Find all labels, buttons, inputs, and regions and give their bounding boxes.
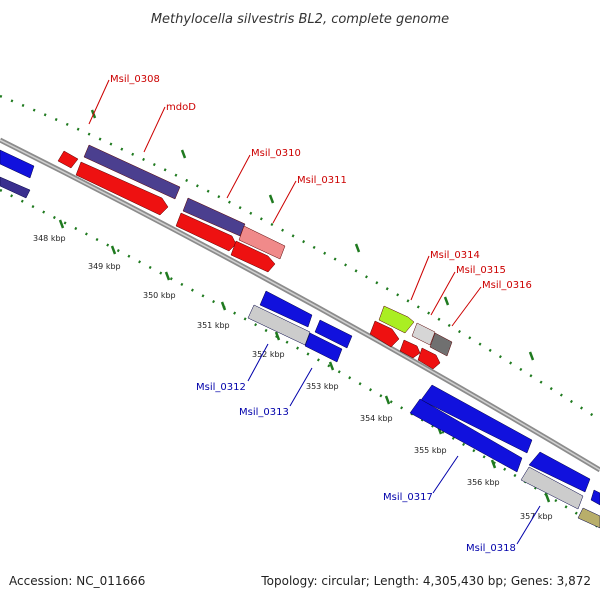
gene-label-msil-0308[interactable]: Msil_0308 (110, 74, 160, 85)
genome-backbone (0, 137, 600, 473)
gene-label-msil-0313[interactable]: Msil_0313 (239, 407, 289, 418)
gene-arrow-msil-0311[interactable] (238, 225, 286, 260)
gene-label-msil-0317[interactable]: Msil_0317 (383, 492, 433, 503)
genome-backbone-highlight (0, 139, 600, 471)
gene-arrow-msil-0314b[interactable] (369, 320, 400, 348)
accession-text: Accession: NC_011666 (9, 574, 146, 588)
tick-label: 353 kbp (306, 382, 339, 391)
tick-label: 357 kbp (520, 512, 553, 521)
forward-strand-genes (57, 144, 453, 370)
gene-label-msil-0310[interactable]: Msil_0310 (251, 148, 301, 159)
gene-label-msil-0315[interactable]: Msil_0315 (456, 265, 506, 276)
forward-label-leaders (88, 79, 482, 327)
gene-label-msil-0318[interactable]: Msil_0318 (466, 543, 516, 554)
gene-arrow-mdod[interactable] (75, 161, 169, 216)
gene-arrow-right-edge[interactable] (590, 489, 600, 506)
reverse-label-leaders (247, 343, 541, 545)
major-ticks (58, 109, 551, 503)
gene-arrow-msil-0312a[interactable] (259, 290, 313, 328)
scale-labels: 348 kbp 349 kbp 350 kbp 351 kbp 352 kbp … (33, 234, 553, 521)
tick-label: 356 kbp (467, 478, 500, 487)
gene-arrow-msil-0310[interactable] (175, 212, 237, 252)
tick-label: 352 kbp (252, 350, 285, 359)
gene-arrow-right-edge-b[interactable] (577, 507, 600, 529)
gene-arrow-msil-0308[interactable] (83, 144, 181, 200)
gene-arrow-msil-0315b[interactable] (399, 339, 421, 359)
gene-label-msil-0316[interactable]: Msil_0316 (482, 280, 532, 291)
gene-label-mdod[interactable]: mdoD (166, 102, 196, 113)
gene-arrow-msil-0316[interactable] (429, 332, 453, 357)
gene-arrow-reverse-left-b[interactable] (0, 176, 31, 199)
gene-arrow-msil-0313a[interactable] (314, 319, 353, 349)
gene-arrow-msil-0313[interactable] (304, 332, 343, 363)
tick-label: 348 kbp (33, 234, 66, 243)
gene-arrow-msil-0312[interactable] (247, 304, 311, 346)
gene-label-msil-0312[interactable]: Msil_0312 (196, 382, 246, 393)
gene-arrow-msil-0314[interactable] (378, 305, 415, 334)
gene-arrow-msil-0318a[interactable] (528, 451, 591, 493)
forward-gene-labels: Msil_0308 mdoD Msil_0310 Msil_0311 Msil_… (110, 74, 532, 291)
reverse-gene-labels: Msil_0312 Msil_0313 Msil_0317 Msil_0318 (196, 382, 516, 554)
reverse-strand-genes (0, 149, 600, 529)
tick-label: 355 kbp (414, 446, 447, 455)
genome-summary-text: Topology: circular; Length: 4,305,430 bp… (261, 574, 591, 588)
gene-arrow-msil-0317[interactable] (409, 398, 523, 473)
gene-label-msil-0311[interactable]: Msil_0311 (297, 175, 347, 186)
inner-scale-ring (0, 188, 600, 530)
tick-label: 354 kbp (360, 414, 393, 423)
map-title: Methylocella silvestris BL2, complete ge… (151, 12, 449, 27)
gene-arrow-msil-0316b[interactable] (417, 347, 441, 370)
outer-scale-ring (0, 94, 600, 422)
gene-arrow-msil-0315[interactable] (411, 322, 436, 346)
gene-arrow-reverse-left[interactable] (0, 149, 35, 179)
gene-arrow-msil-0317a[interactable] (420, 384, 533, 454)
gene-arrow-msil-0310a[interactable] (182, 197, 246, 237)
gene-arrow-msil-0318[interactable] (520, 466, 584, 510)
gene-label-msil-0314[interactable]: Msil_0314 (430, 250, 480, 261)
tick-label: 351 kbp (197, 321, 230, 330)
gene-arrow-msil-0307[interactable] (57, 150, 79, 169)
tick-label: 350 kbp (143, 291, 176, 300)
gene-arrow-msil-0311b[interactable] (230, 240, 276, 273)
tick-label: 349 kbp (88, 262, 121, 271)
